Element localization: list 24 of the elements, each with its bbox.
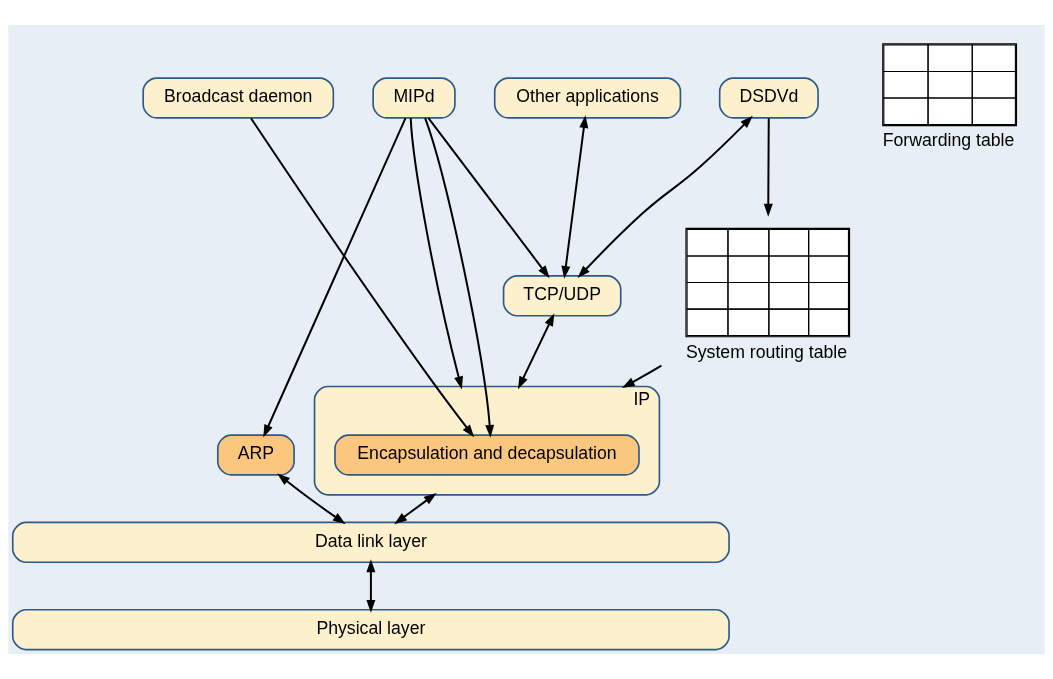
- arrow: [561, 115, 589, 279]
- node-box: MIPd: [372, 77, 456, 119]
- node-label: Forwarding table: [882, 130, 1015, 151]
- node-label: System routing table: [685, 341, 848, 362]
- arrow: [366, 559, 376, 613]
- arrow: [394, 493, 437, 525]
- node-box: ARP: [216, 434, 295, 476]
- arrow: [277, 473, 346, 525]
- arrow: [577, 115, 753, 279]
- node-box: Encapsulation and decapsulation: [334, 434, 640, 476]
- arrow: [517, 313, 555, 390]
- arrow: [409, 117, 463, 390]
- arrow: [263, 117, 407, 438]
- node-box: Broadcast daemon: [142, 77, 335, 119]
- node-box: Data link layer: [11, 521, 730, 564]
- arrow: [763, 117, 773, 217]
- node-box: Other applications: [493, 77, 682, 119]
- node-box: TCP/UDP: [502, 275, 622, 317]
- arrow: [621, 364, 663, 388]
- arrow: [427, 117, 550, 279]
- arrow: [249, 117, 475, 438]
- arrow: [424, 117, 495, 438]
- node-box: Physical layer: [11, 608, 730, 651]
- node-box: DSDVd: [718, 77, 819, 119]
